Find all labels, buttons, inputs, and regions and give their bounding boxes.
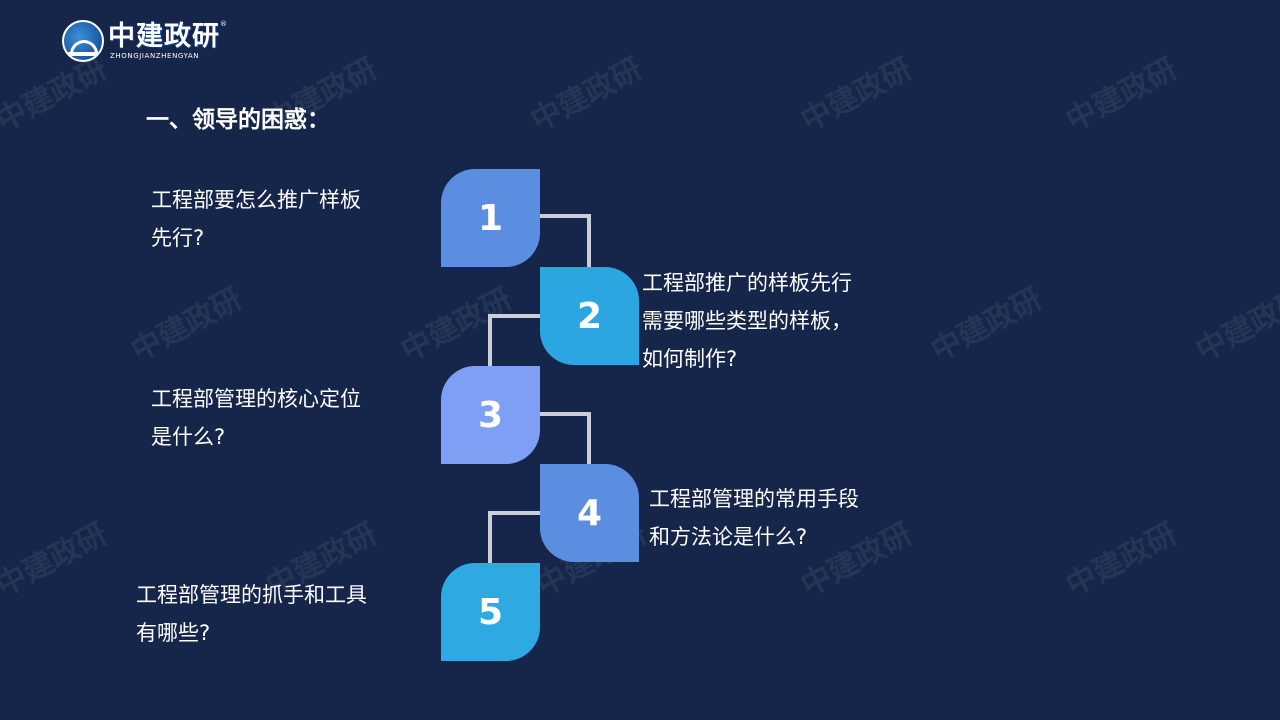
question-line: 工程部管理的常用手段 xyxy=(649,487,859,511)
question-2: 工程部推广的样板先行 需要哪些类型的样板， 如何制作? xyxy=(642,264,852,378)
logo-emblem-icon xyxy=(62,20,104,62)
step-number: 5 xyxy=(477,591,504,633)
watermark-text: 中建政研 xyxy=(0,516,113,604)
step-box-2: 2 xyxy=(540,267,639,365)
page-heading: 一、领导的困惑： xyxy=(146,107,330,133)
connector-2-3 xyxy=(488,314,540,366)
question-line: 和方法论是什么? xyxy=(649,525,808,549)
watermark-text: 中建政研 xyxy=(395,281,518,369)
question-line: 是什么? xyxy=(151,425,226,449)
question-line: 需要哪些类型的样板， xyxy=(642,309,852,333)
question-line: 工程部推广的样板先行 xyxy=(642,271,852,295)
connector-1-2 xyxy=(540,214,591,267)
step-number: 4 xyxy=(576,492,603,534)
step-box-5: 5 xyxy=(441,563,540,661)
step-number: 2 xyxy=(576,295,603,337)
watermark-text: 中建政研 xyxy=(125,281,248,369)
watermark-text: 中建政研 xyxy=(1190,281,1280,369)
step-box-3: 3 xyxy=(441,366,540,464)
connector-4-5 xyxy=(488,511,540,563)
question-line: 如何制作? xyxy=(642,347,738,371)
question-3: 工程部管理的核心定位 是什么? xyxy=(151,380,361,456)
connector-3-4 xyxy=(540,412,591,464)
step-number: 3 xyxy=(477,394,504,436)
company-logo: 中建政研 ® ZHONGJIANZHENGYAN xyxy=(62,20,232,64)
watermark-text: 中建政研 xyxy=(795,51,918,139)
question-line: 工程部管理的核心定位 xyxy=(151,387,361,411)
question-line: 先行? xyxy=(151,226,205,250)
watermark-text: 中建政研 xyxy=(925,281,1048,369)
question-line: 工程部要怎么推广样板 xyxy=(151,188,361,212)
watermark-text: 中建政研 xyxy=(1060,51,1183,139)
step-number: 1 xyxy=(477,197,504,239)
question-line: 有哪些? xyxy=(136,621,211,645)
step-box-4: 4 xyxy=(540,464,639,562)
step-box-1: 1 xyxy=(441,169,540,267)
question-1: 工程部要怎么推广样板 先行? xyxy=(151,181,361,257)
question-line: 工程部管理的抓手和工具 xyxy=(136,583,367,607)
logo-registered-mark: ® xyxy=(220,20,227,28)
watermark-text: 中建政研 xyxy=(1060,516,1183,604)
logo-subtitle: ZHONGJIANZHENGYAN xyxy=(110,52,200,60)
question-4: 工程部管理的常用手段 和方法论是什么? xyxy=(649,480,859,556)
logo-text: 中建政研 xyxy=(108,21,220,52)
watermark-text: 中建政研 xyxy=(525,51,648,139)
question-5: 工程部管理的抓手和工具 有哪些? xyxy=(136,576,367,652)
